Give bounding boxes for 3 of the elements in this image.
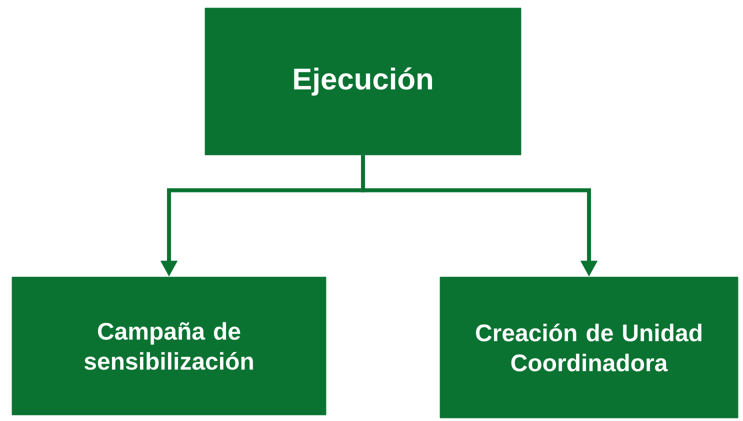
process-box: Ejecución xyxy=(204,8,522,156)
process-box: Creación de Unidad Coordinadora xyxy=(440,276,738,418)
process-box: Campaña de sensibilización xyxy=(12,276,326,416)
